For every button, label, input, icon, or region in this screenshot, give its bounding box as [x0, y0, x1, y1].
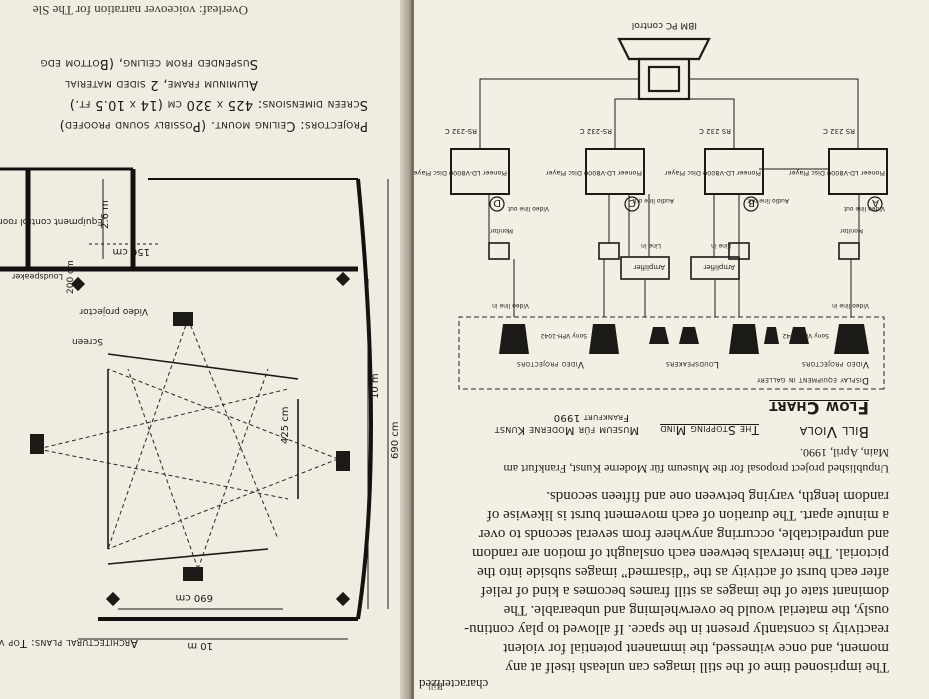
- player-name: Pioneer LD-V8000 Disc Player: [665, 169, 761, 177]
- line-in: Line in: [711, 242, 731, 249]
- connector-lines: [479, 78, 860, 317]
- label-screen: Screen: [72, 336, 103, 346]
- projectors: [30, 312, 350, 581]
- player-rs: RS-232 C: [445, 127, 477, 135]
- gallery-box: [458, 316, 885, 390]
- player-letter: C: [629, 197, 636, 208]
- dim-10m-bottom: 10 m: [187, 640, 213, 651]
- monitor-label: Monitor: [490, 227, 513, 234]
- label-loudspeaker: Loudspeaker: [11, 272, 63, 281]
- player-extra: Video line out: [507, 205, 549, 212]
- amplifier-label: Amplifier: [703, 263, 735, 271]
- dim-690-height: 690 cm: [390, 421, 401, 459]
- player-rs: RS 232 C: [699, 127, 731, 135]
- player-rs: RS 232 C: [823, 127, 855, 135]
- label-equipment-room: Equipment control room: [0, 216, 103, 226]
- player-letter: D: [493, 197, 501, 208]
- player-extra: Audio line out: [632, 197, 674, 204]
- projection-lines: [37, 318, 339, 570]
- video-line-in: Video line in: [832, 302, 869, 309]
- computer-icon: [617, 37, 711, 101]
- dim-425: 425 cm: [280, 406, 291, 444]
- player-extra: Video line out: [843, 205, 885, 212]
- projector-icons: [499, 324, 869, 354]
- player-letter: B: [748, 197, 755, 208]
- right-page: characterized The imprisoned time of the…: [414, 0, 929, 699]
- dim-690-width: 690 cm: [175, 592, 213, 603]
- screen-outline: [107, 353, 299, 565]
- label-video-projector: Video projector: [79, 306, 148, 316]
- loudspeakers: [70, 271, 351, 607]
- line-in: Line in: [641, 242, 661, 249]
- player-letter: A: [872, 197, 879, 208]
- dim-200: 200 cm: [66, 260, 76, 294]
- architectural-plan: 10 m 690 cm 425 cm 690 cm 10 m 2.6 m 200…: [0, 167, 401, 651]
- player-letter-circles: [489, 196, 883, 212]
- dim-150: 150 cm: [112, 246, 150, 257]
- walls: [0, 167, 373, 621]
- monitor-icons: [488, 242, 860, 260]
- projector-model: Sony VPH-1042: [782, 332, 829, 339]
- projector-model: Sony VPH-1042: [540, 332, 587, 339]
- computer-label: IBM PC control: [632, 20, 697, 30]
- player-name: Pioneer LD-V8000 Disc Player: [789, 169, 885, 177]
- left-page: Overleaf: voiceover narration for The Sl…: [0, 0, 408, 699]
- dim-26m: 2.6 m: [100, 200, 111, 229]
- player-name: Pioneer LD-V8000 Disc Player: [546, 169, 642, 177]
- player-rs: RS-232 C: [580, 127, 612, 135]
- monitor-label: Monitor: [840, 227, 863, 234]
- speaker-icons: [649, 327, 809, 344]
- player-extra: Audio line out: [747, 197, 789, 204]
- player-name: Pioneer LD-V8000 Disc Player: [414, 169, 507, 177]
- dimension-lines: [78, 179, 389, 640]
- video-line-in: Video line in: [492, 302, 529, 309]
- amplifier-label: Amplifier: [633, 263, 665, 271]
- dim-10m-side: 10 m: [370, 373, 381, 399]
- flow-chart: A B C D Pioneer LD-V8000 Disc Player Pio…: [414, 20, 888, 390]
